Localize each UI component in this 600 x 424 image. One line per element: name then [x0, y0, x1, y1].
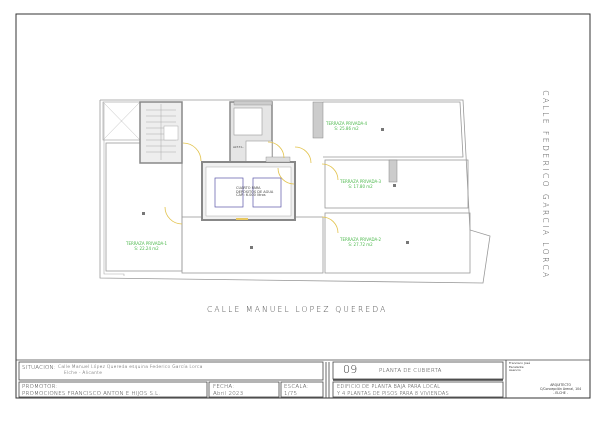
street-label-right: CALLE FEDERICO GARCIA LORCA: [540, 90, 550, 280]
sheet-number: 09: [343, 363, 358, 376]
street-label-bottom: CALLE MANUEL LOPEZ QUEREDA: [207, 305, 388, 314]
project-line1: EDIFICIO DE PLANTA BAJA PARA LOCAL: [337, 384, 441, 390]
staircase: [139, 101, 183, 164]
sheet-frame: [15, 13, 591, 399]
escala-value: 1/75: [284, 391, 298, 397]
alt-label: ALT.T.L.: [233, 145, 244, 149]
project-line2: Y 4 PLANTAS DE PISOS PARA 8 VIVIENDAS: [337, 391, 449, 397]
title-block-frame: [16, 359, 590, 398]
situacion-label: SITUACION:: [22, 365, 56, 371]
escala-label: ESCALA:: [284, 384, 309, 390]
water-tank-room: [201, 156, 296, 221]
terrace-4: [323, 101, 464, 158]
sheet-title: PLANTA DE CUBIERTA: [379, 368, 442, 374]
center-terrace: [181, 216, 324, 274]
promotor-label: PROMOTOR:: [22, 384, 58, 390]
situacion-line2: Elche - Alicante: [64, 371, 103, 376]
skylight: [102, 101, 141, 141]
lift-shaft: [229, 100, 273, 163]
terrace-2: [324, 212, 471, 274]
fecha-value: Abril 2023: [213, 391, 244, 397]
plot-boundary: [99, 99, 491, 284]
promotor-value: PROMOCIONES FRANCISCO ANTON E HIJOS S.L.: [22, 391, 161, 397]
doors: [164, 141, 339, 234]
situacion-line1: Calle Manuel López Quereda esquina Feder…: [58, 365, 203, 370]
fecha-label: FECHA:: [213, 384, 235, 390]
